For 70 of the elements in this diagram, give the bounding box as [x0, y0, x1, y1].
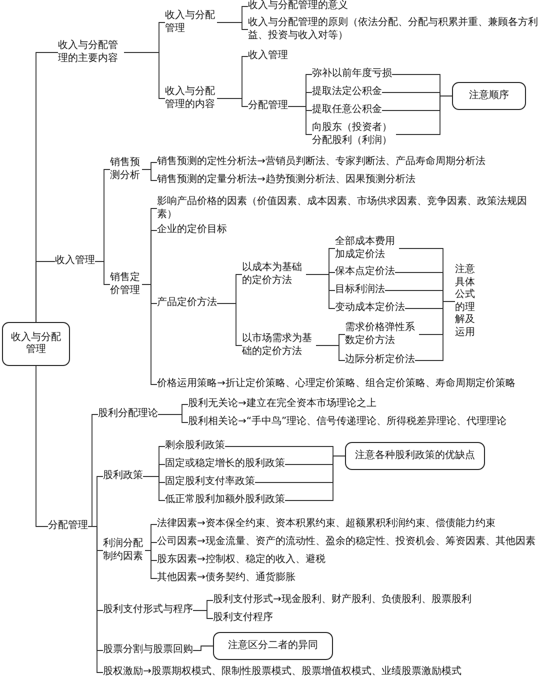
topic-label: 产品定价方法 [157, 297, 217, 310]
topic-label: 分配管理 [48, 520, 88, 532]
topic-label: 销售定价管理 [110, 272, 142, 297]
topic-label: 股权激励→股票期权模式、限制性股票模式、股票增值权模式、业绩股票激励模式 [103, 666, 462, 678]
topic-label: 股利分配理论 [98, 408, 158, 420]
topic-label: 法律因素→资本保全约束、资本积累约束、超额累积利润约束、偿债能力约束 [157, 518, 496, 530]
connector-line [396, 96, 452, 135]
topic-label: 收入管理 [55, 255, 95, 268]
topic-label: 变动成本定价法 [335, 302, 405, 314]
connector-line [192, 646, 214, 651]
topic-label: 低正常股利加额外股利政策 [165, 494, 285, 506]
topic-label: 股利无关论→建立在完全资本市场理论之上 [188, 398, 376, 410]
connector-line [158, 414, 188, 423]
note-box: 注意顺序 [452, 82, 526, 110]
connector-line [288, 106, 312, 135]
connector-line [192, 610, 214, 619]
topic-label: 收入与分配管理的原则（依法分配、分配与积累并重、兼顾各方利益、投资与收入对等） [248, 17, 540, 42]
topic-label: 剩余股利政策 [165, 440, 225, 452]
topic-label: 收入与分配管理 [165, 10, 217, 35]
topic-label: 股利支付形式与程序 [103, 604, 193, 616]
topic-label: 价格运用策略→折让定价策略、心理定价策略、组合定价策略、寿命周期定价策略 [157, 378, 516, 390]
connector-line [142, 169, 158, 181]
topic-label: 提取任意公积金 [312, 104, 382, 116]
topic-label: 提取法定公积金 [312, 86, 382, 98]
topic-label: 企业的定价目标 [157, 224, 227, 236]
note-box: 注意各种股利政策的优缺点 [345, 442, 485, 470]
topic-label: 销售预测的定量分析法→趋势预测分析法、因果预测分析法 [157, 174, 416, 186]
topic-label: 需求价格弹性系数定价方法 [345, 322, 419, 347]
note-text: 注意具体公式的理解及运用 [455, 264, 477, 339]
topic-label: 销售预测的定性分析法→营销员判断法、专家判断法、产品寿命周期分析法 [157, 156, 486, 168]
topic-label: 股利相关论→“手中鸟”理论、信号传递理论、所得税差异理论、代理理论 [188, 416, 507, 428]
topic-label: 收入管理 [248, 50, 288, 62]
connector-line [124, 52, 166, 99]
connector-line [36, 261, 56, 322]
connector-line [142, 476, 166, 501]
topic-label: 收入与分配管理的内容 [165, 86, 217, 111]
topic-label: 以成本为基础的定价方法 [242, 262, 306, 287]
root-box: 收入与分配管理 [2, 322, 70, 366]
topic-label: 以市场需求为基础的定价方法 [242, 333, 316, 358]
topic-label: 收入与分配管理的主要内容 [58, 40, 124, 65]
topic-label: 公司因素→现金流量、资产的流动性、盈余的稳定性、投资机会、筹资因素、其他因素 [157, 536, 536, 548]
topic-label: 保本点定价法 [335, 266, 395, 278]
note-box: 注意区分二者的异同 [213, 632, 333, 660]
topic-label: 向股东（投资者）分配股利（利润） [312, 122, 396, 147]
connector-line [216, 22, 248, 30]
topic-label: 影响产品价格的因素（价值因素、成本因素、市场供求因素、竞争因素、政策法规因素） [157, 196, 545, 221]
connector-line [142, 284, 158, 385]
topic-label: 边际分析定价法 [345, 354, 415, 366]
topic-label: 全部成本费用加成定价法 [335, 236, 399, 261]
topic-label: 销售预测分析 [110, 157, 142, 182]
topic-label: 固定股利支付率政策 [165, 476, 255, 488]
topic-label: 股利支付形式→现金股利、财产股利、负债股利、股票股利 [213, 594, 472, 606]
topic-label: 目标利润法 [335, 284, 385, 296]
topic-label: 股票分割与股票回购 [103, 644, 193, 656]
topic-label: 利润分配制约因素 [103, 538, 145, 563]
topic-label: 弥补以前年度亏损 [312, 68, 392, 80]
connector-line [94, 261, 110, 285]
topic-label: 分配管理 [248, 100, 288, 112]
topic-label: 固定或稳定增长的股利政策 [165, 458, 285, 470]
topic-label: 其他因素→债务契约、通货膨胀 [157, 572, 296, 584]
topic-label: 股利政策 [103, 470, 143, 482]
connector-line [144, 550, 158, 579]
connector-line [216, 303, 242, 346]
connector-line [414, 301, 456, 361]
topic-label: 股利支付程序 [213, 612, 273, 624]
connector-line [36, 366, 48, 527]
connector-line [284, 456, 346, 501]
connector-line [306, 274, 336, 309]
topic-label: 股东因素→控制权、稳定的收入、避税 [157, 554, 326, 566]
connector-line [216, 98, 248, 107]
